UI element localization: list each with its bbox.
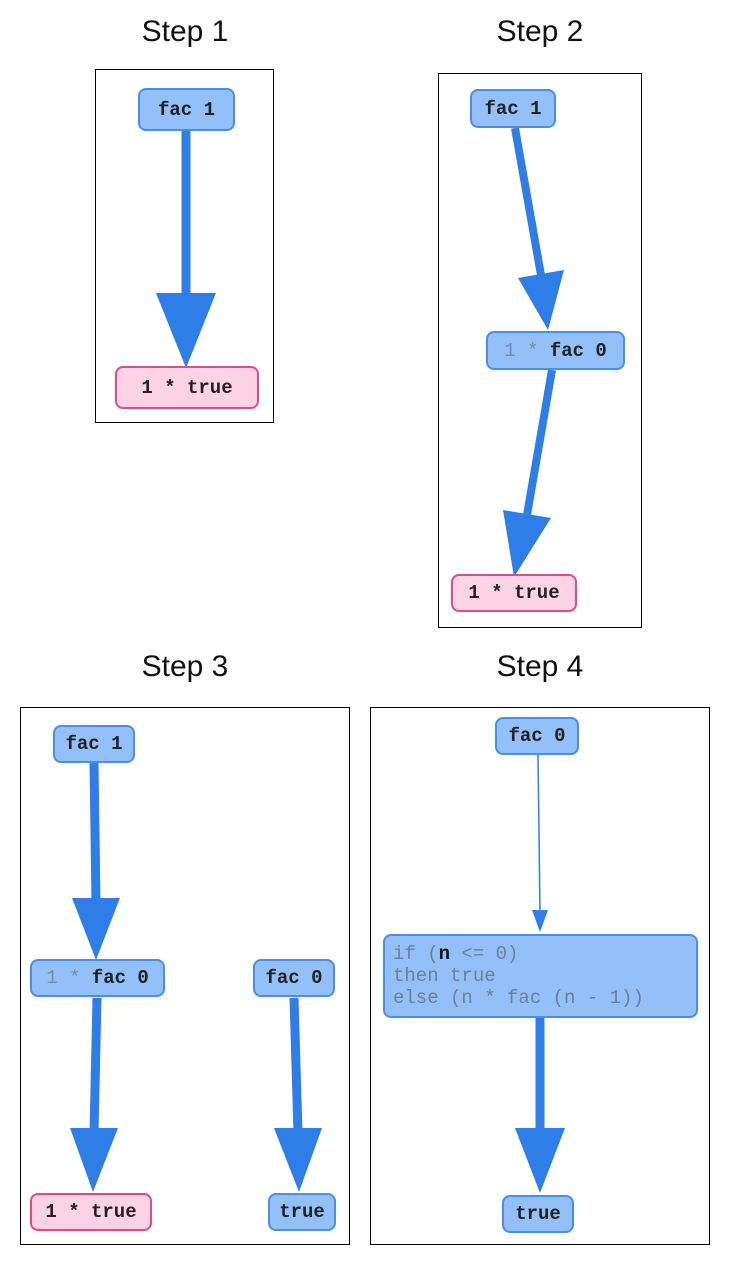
step-3-title: Step 3	[141, 650, 229, 683]
node-1-times-true: 1 * true	[30, 1193, 152, 1231]
node-1-times-fac-0: 1 * fac 0	[30, 959, 165, 997]
edge-step1-fac1-to-true	[156, 130, 216, 368]
node-true: true	[268, 1193, 336, 1231]
edge-step4-fac0-to-if	[532, 754, 548, 932]
node-fac-1: fac 1	[470, 89, 556, 128]
then-line: then true	[393, 965, 496, 987]
edge-step4-if-to-true	[515, 1018, 565, 1193]
step-2-title: Step 2	[496, 15, 584, 48]
if-line: if (n <= 0)	[393, 943, 519, 965]
edge-step2-mul-to-true	[503, 369, 556, 577]
node-fac-1: fac 1	[53, 725, 135, 763]
node-fac-0: fac 0	[253, 959, 335, 997]
node-1-times-fac-0: 1 * fac 0	[486, 331, 625, 370]
edge-step3-fac1-to-mul	[72, 762, 120, 960]
node-fac-0-text: fac 0	[549, 339, 607, 362]
node-fac-1: fac 1	[138, 88, 235, 131]
edge-step2-fac1-to-mul	[511, 127, 564, 330]
node-true: true	[502, 1195, 574, 1233]
node-fac-0: fac 0	[495, 717, 579, 755]
step-1-title: Step 1	[141, 15, 229, 48]
step-4-title: Step 4	[496, 650, 584, 683]
else-line: else (n * fac (n - 1))	[393, 987, 644, 1009]
node-dim-prefix: 1 *	[504, 339, 550, 362]
edge-step3-mul-to-true	[70, 997, 118, 1192]
node-fac-0-text: fac 0	[91, 967, 149, 989]
node-1-times-true: 1 * true	[115, 366, 259, 409]
node-dim-prefix: 1 *	[46, 967, 92, 989]
node-1-times-true: 1 * true	[451, 574, 577, 612]
node-if-expression: if (n <= 0) then true else (n * fac (n -…	[383, 934, 698, 1018]
edge-step3-fac0-to-true	[274, 997, 322, 1192]
